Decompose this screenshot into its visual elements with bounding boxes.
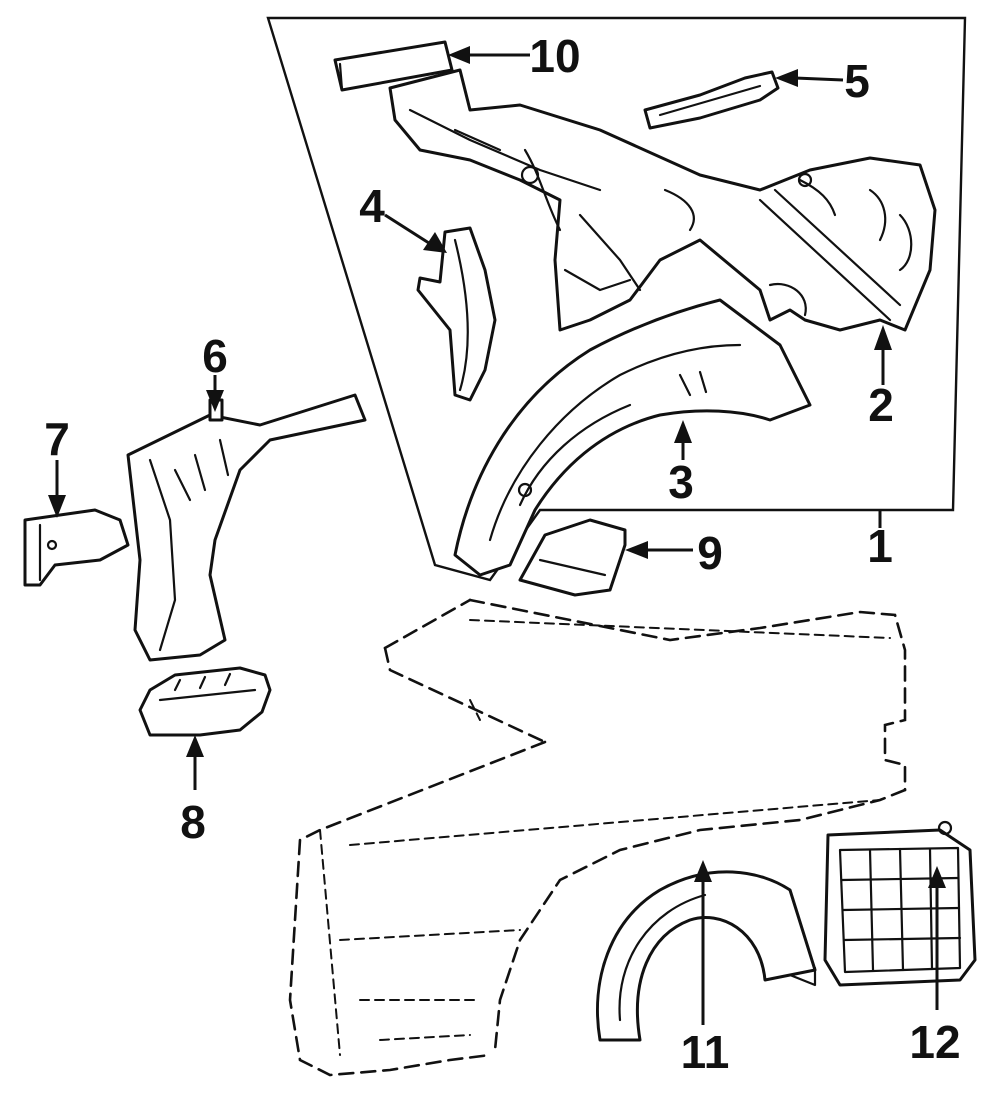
callout-4: 4 — [359, 180, 385, 232]
part-4-bracket — [416, 226, 497, 402]
callout-10: 10 — [529, 30, 580, 82]
part-2-rear-floor-panel — [388, 68, 937, 332]
quarter-panel-outline — [288, 598, 907, 1077]
callout-9: 9 — [697, 527, 723, 579]
callout-11: 11 — [681, 1026, 730, 1078]
callout-6: 6 — [202, 330, 228, 382]
part-10-pad — [333, 40, 454, 92]
part-5-bracket — [643, 70, 780, 130]
callout-8: 8 — [180, 796, 206, 848]
callout-1: 1 — [867, 520, 893, 572]
part-12-grille — [823, 820, 977, 987]
callouts: 1 2 3 4 5 6 7 8 9 10 11 12 — [44, 30, 960, 1078]
part-8-bracket — [138, 666, 272, 737]
part-6-inner-panel — [126, 393, 367, 662]
callout-5: 5 — [844, 55, 870, 107]
assembly-outline — [266, 16, 967, 582]
part-7-bracket — [23, 508, 130, 587]
part-9-plate — [518, 518, 627, 597]
part-11-liner — [596, 870, 817, 1042]
callout-2: 2 — [868, 379, 894, 431]
leaders — [48, 46, 946, 1025]
callout-7: 7 — [44, 413, 70, 465]
part-3-wheelhouse — [453, 298, 812, 577]
callout-3: 3 — [668, 456, 694, 508]
callout-12: 12 — [909, 1016, 960, 1068]
